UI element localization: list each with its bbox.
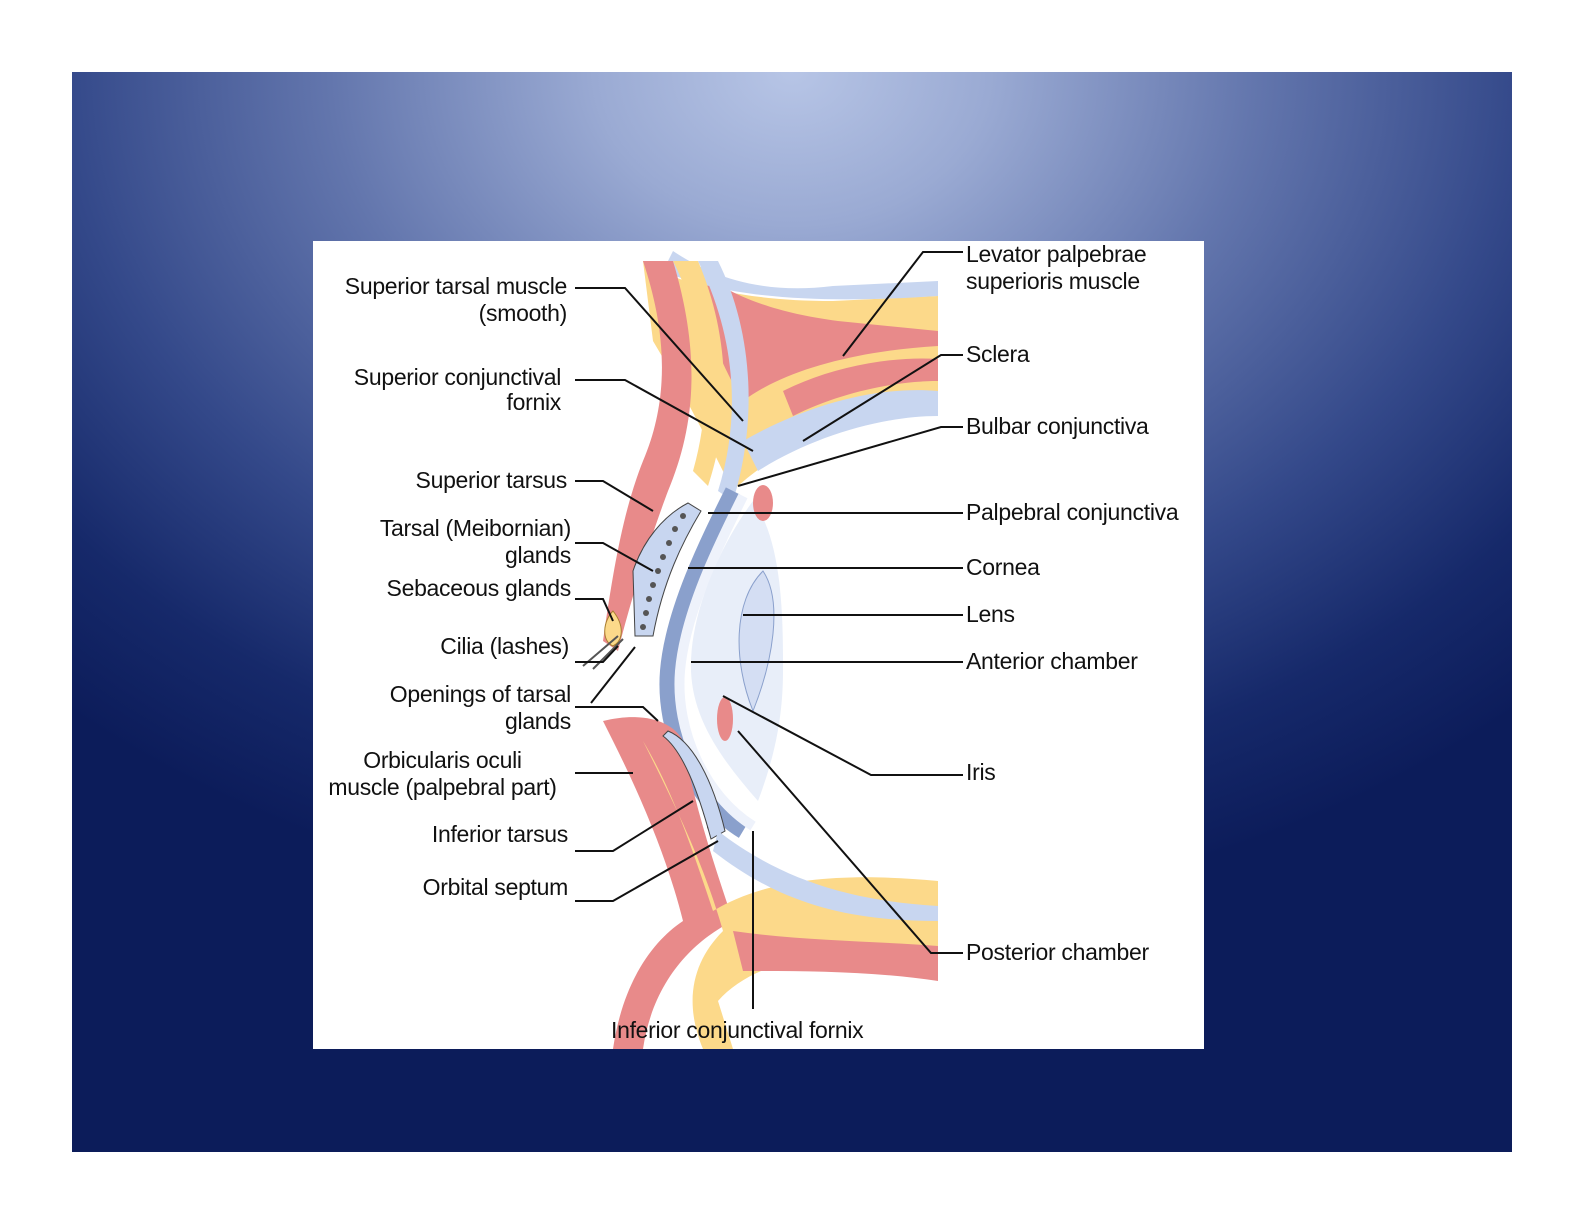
leader-lines	[575, 251, 963, 1009]
label-orbital-septum: Orbital septum	[422, 874, 569, 900]
leader-sebaceous-glands	[575, 598, 614, 622]
label-bulbar-conjunctiva: Bulbar conjunctiva	[966, 413, 1149, 439]
upper-eyelid-skin	[603, 261, 692, 651]
leader-cilia	[575, 645, 619, 663]
leader-posterior-chamber	[737, 730, 963, 954]
label-superior-tarsus: Superior tarsus	[415, 467, 568, 493]
label-posterior-chamber: Posterior chamber	[966, 939, 1149, 965]
label-superior-conjunctival-fornix: Superior conjunctival fornix	[353, 364, 562, 415]
iris-upper	[753, 485, 773, 521]
upper-connective-band	[663, 251, 938, 300]
lower-connective-band	[713, 831, 938, 921]
leader-levator	[842, 251, 963, 357]
label-inferior-conjunctival-fornix: Inferior conjunctival fornix	[611, 1017, 864, 1043]
label-sclera: Sclera	[966, 341, 1030, 367]
upper-sclera-band	[743, 390, 938, 471]
lower-muscle-band	[733, 931, 938, 981]
levator-muscle	[783, 358, 938, 416]
leader-superior-tarsal-muscle	[575, 287, 744, 422]
leader-inferior-tarsus	[575, 800, 694, 852]
eyelid-diagram: Superior tarsal muscle (smooth) Superior…	[313, 241, 1204, 1049]
leader-orbital-septum	[575, 840, 719, 902]
label-openings-of-tarsal-glands: Openings of tarsal glands	[389, 681, 572, 734]
label-palpebral-conjunctiva: Palpebral conjunctiva	[966, 499, 1179, 525]
label-sebaceous-glands: Sebaceous glands	[386, 575, 572, 601]
leader-bulbar-conjunctiva	[737, 426, 963, 487]
superior-tarsus-plate	[632, 502, 702, 637]
leader-iris	[722, 695, 963, 776]
label-tarsal-glands: Tarsal (Meibornian) glands	[379, 515, 571, 568]
eyelid-cross-section-illustration	[575, 251, 963, 1049]
leader-superior-conjunctival-fornix	[575, 379, 754, 452]
cornea-inner	[674, 493, 756, 831]
label-cornea: Cornea	[966, 554, 1040, 580]
label-lens: Lens	[966, 601, 1015, 627]
label-orbicularis-oculi: Orbicularis oculi muscle (palpebral part…	[328, 747, 557, 800]
iris-lower	[717, 697, 733, 741]
slide-background: Superior tarsal muscle (smooth) Superior…	[72, 72, 1512, 1152]
leader-sclera	[802, 354, 963, 442]
leader-openings-2	[575, 706, 659, 722]
label-iris: Iris	[966, 759, 996, 785]
leader-tarsal-glands	[575, 542, 654, 572]
label-inferior-tarsus: Inferior tarsus	[431, 821, 568, 847]
label-cilia: Cilia (lashes)	[440, 633, 569, 659]
label-anterior-chamber: Anterior chamber	[966, 648, 1138, 674]
label-superior-tarsal-muscle: Superior tarsal muscle (smooth)	[344, 273, 568, 326]
label-levator-palpebrae: Levator palpebrae superioris muscle	[966, 241, 1147, 294]
leader-superior-tarsus	[575, 480, 654, 512]
leader-openings-1	[590, 646, 636, 704]
upper-eyelid-fat	[673, 261, 725, 486]
